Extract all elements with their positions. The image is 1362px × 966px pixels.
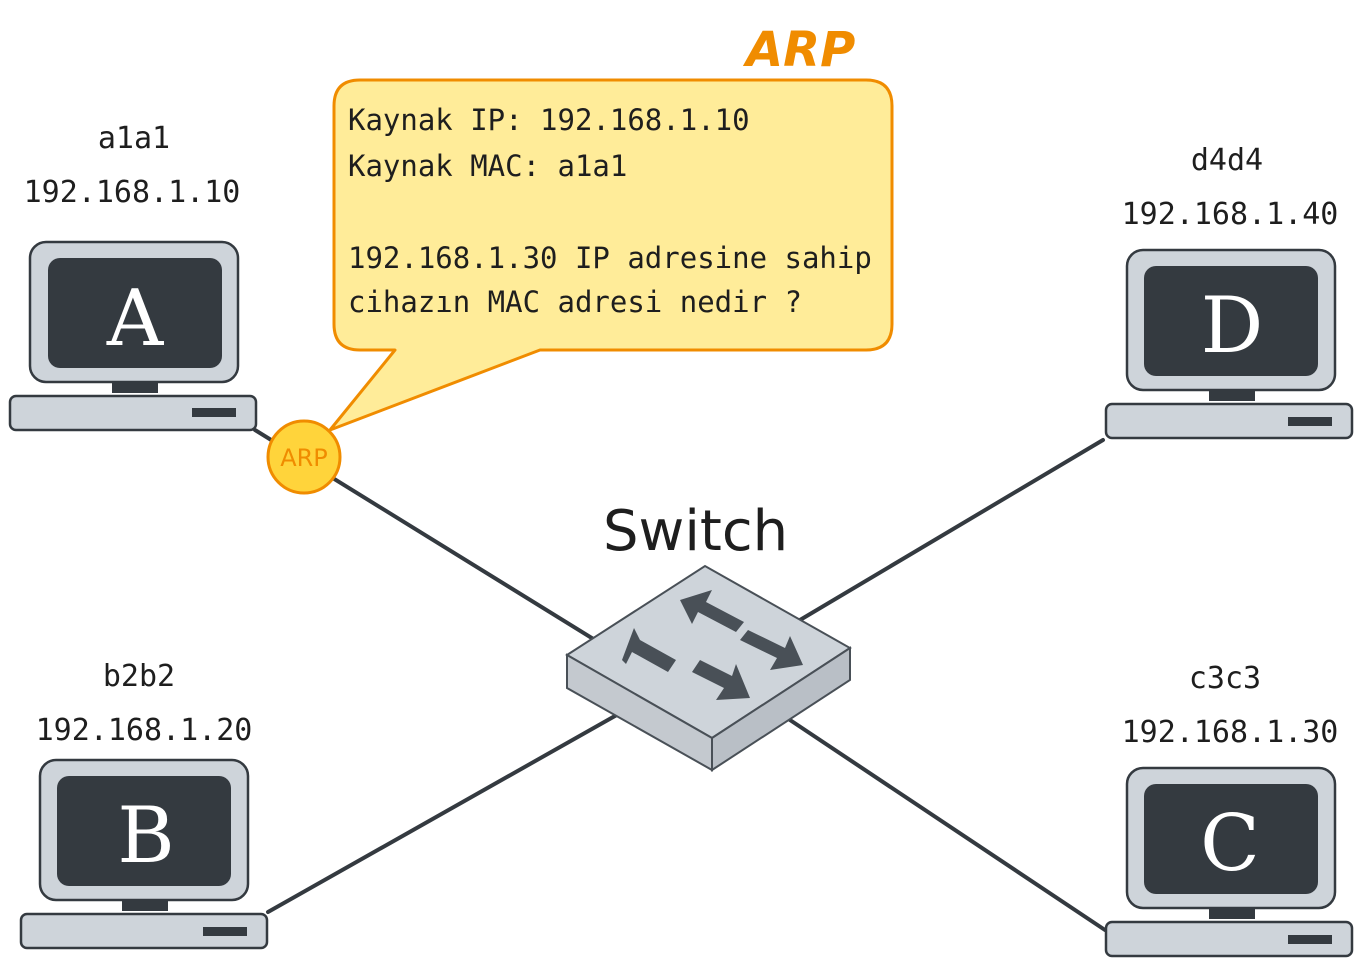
host-c-base: [1104, 920, 1354, 958]
host-a-base: [8, 394, 258, 432]
bubble-line-5: cihazın MAC adresi nedir ?: [348, 285, 802, 319]
arp-packet-badge[interactable]: ARP: [266, 419, 342, 495]
bubble-line-4: 192.168.1.30 IP adresine sahip: [348, 241, 872, 275]
host-c-stand: [1209, 909, 1255, 919]
host-a[interactable]: a1a1 192.168.1.10 A: [8, 121, 258, 432]
arp-request-bubble: Kaynak IP: 192.168.1.10 Kaynak MAC: a1a1…: [328, 78, 894, 432]
link-c-switch: [788, 718, 1107, 932]
arp-title: ARP: [742, 22, 855, 78]
bubble-shape: [328, 78, 894, 432]
host-c-drive-slot: [1288, 935, 1332, 944]
host-d-drive-slot: [1288, 417, 1332, 426]
link-d-switch: [798, 438, 1105, 622]
host-b-stand: [122, 901, 168, 911]
switch-right-face: [711, 646, 851, 772]
host-a-ip: 192.168.1.10: [24, 175, 241, 210]
switch-arrows-icon: [622, 590, 803, 700]
host-d-ip: 192.168.1.40: [1122, 197, 1339, 232]
host-a-stand: [112, 383, 158, 393]
host-d-base: [1104, 402, 1354, 440]
host-b-ip: 192.168.1.20: [36, 713, 253, 748]
host-b[interactable]: b2b2 192.168.1.20 B: [19, 659, 269, 950]
host-b-letter: B: [117, 791, 174, 881]
network-switch[interactable]: Switch: [565, 499, 852, 772]
arp-badge-circle: [266, 419, 342, 495]
switch-label: Switch: [603, 499, 788, 564]
host-c-screen: [1144, 784, 1318, 894]
host-a-screen: [48, 258, 222, 368]
host-d-letter: D: [1201, 281, 1264, 371]
host-d-mac: d4d4: [1191, 143, 1263, 178]
host-a-letter: A: [106, 274, 165, 364]
host-c[interactable]: c3c3 192.168.1.30 C: [1104, 661, 1354, 958]
host-b-screen: [57, 776, 231, 886]
bubble-line-2: Kaynak MAC: a1a1: [348, 149, 627, 183]
host-a-drive-slot: [192, 408, 236, 417]
host-c-ip: 192.168.1.30: [1122, 715, 1339, 750]
host-c-mac: c3c3: [1189, 661, 1261, 696]
arp-badge-label: ARP: [280, 444, 328, 472]
host-d-stand: [1209, 391, 1255, 401]
host-d[interactable]: d4d4 192.168.1.40 D: [1104, 143, 1354, 440]
host-d-screen: [1144, 266, 1318, 376]
host-b-mac: b2b2: [103, 659, 175, 694]
host-c-letter: C: [1200, 799, 1260, 889]
bubble-line-1: Kaynak IP: 192.168.1.10: [348, 103, 750, 137]
host-b-drive-slot: [203, 927, 247, 936]
host-a-mac: a1a1: [98, 121, 170, 156]
link-b-switch: [266, 710, 624, 914]
host-b-base: [19, 912, 269, 950]
